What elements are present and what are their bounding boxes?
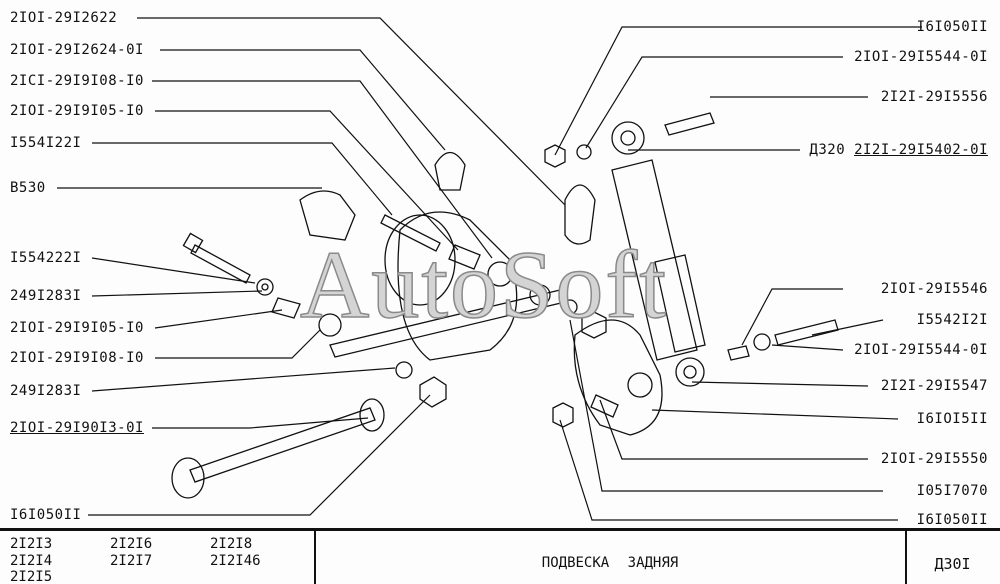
model-code: 2I2I3 bbox=[10, 536, 53, 552]
bump-stops bbox=[434, 151, 596, 245]
part-label: I554I22I bbox=[10, 135, 82, 151]
model-list: 2I2I3 2I2I6 2I2I8 2I2I4 2I2I7 2I2I46 2I2… bbox=[10, 537, 310, 584]
part-label: 2IOI-29I5544-0I bbox=[854, 49, 988, 65]
part-label: I5542I2I bbox=[916, 312, 988, 328]
part-label: I6I050II bbox=[916, 512, 988, 528]
divider bbox=[314, 531, 316, 584]
shock-absorber bbox=[611, 121, 706, 387]
part-label: 2IOI-29I2622 bbox=[10, 10, 118, 26]
leader-lines bbox=[57, 17, 922, 521]
model-code: 2I2I46 bbox=[210, 552, 261, 569]
part-label: 249I283I bbox=[10, 288, 82, 304]
part-label: 2I2I-29I5547 bbox=[880, 378, 988, 394]
part-label: 2IOI-29I5544-0I bbox=[854, 342, 988, 358]
model-code: 2I2I5 bbox=[10, 569, 53, 584]
part-label: 2IOI-29I5546 bbox=[880, 281, 988, 297]
part-label-assembly: 2IOI-29I90I3-0I bbox=[10, 420, 144, 436]
diagram-title: ПОДВЕСКА ЗАДНЯЯ bbox=[541, 555, 679, 571]
part-label: I6IOI5II bbox=[916, 411, 988, 427]
part-label: I6I050II bbox=[916, 19, 988, 35]
part-label: 2IOI-29I5550 bbox=[880, 451, 988, 467]
part-label: 2I2I-29I5556 bbox=[880, 89, 988, 105]
bolts-and-bushings bbox=[182, 112, 839, 428]
model-code: 2I2I7 bbox=[110, 552, 153, 569]
part-label: 2ICI-29I9I08-I0 bbox=[10, 73, 144, 89]
model-code: 2I2I4 bbox=[10, 552, 53, 569]
part-label: I554222I bbox=[10, 250, 82, 266]
part-label: 2IOI-29I2624-0I bbox=[10, 42, 144, 58]
part-label: 2IOI-29I9I08-I0 bbox=[10, 350, 144, 366]
divider bbox=[905, 531, 907, 584]
part-ref: Д320 bbox=[809, 142, 846, 158]
sheet-number: Д30I bbox=[934, 555, 971, 573]
part-label-assembly: Д320 2I2I-29I5402-0I bbox=[809, 142, 988, 158]
assembly-number: 2I2I-29I5402-0I bbox=[854, 142, 988, 158]
watermark: AutoSoft bbox=[299, 231, 669, 338]
model-code: 2I2I6 bbox=[110, 536, 153, 552]
part-label: 249I283I bbox=[10, 383, 82, 399]
part-label: I6I050II bbox=[10, 507, 82, 523]
part-label: 2IOI-29I9I05-I0 bbox=[10, 103, 144, 119]
part-label: B530 bbox=[10, 180, 46, 196]
axle-housing bbox=[299, 190, 663, 436]
part-label: I05I7070 bbox=[916, 483, 988, 499]
title-block: 2I2I3 2I2I6 2I2I8 2I2I4 2I2I7 2I2I46 2I2… bbox=[0, 528, 1000, 584]
part-label: 2IOI-29I9I05-I0 bbox=[10, 320, 144, 336]
model-code: 2I2I8 bbox=[210, 536, 253, 552]
